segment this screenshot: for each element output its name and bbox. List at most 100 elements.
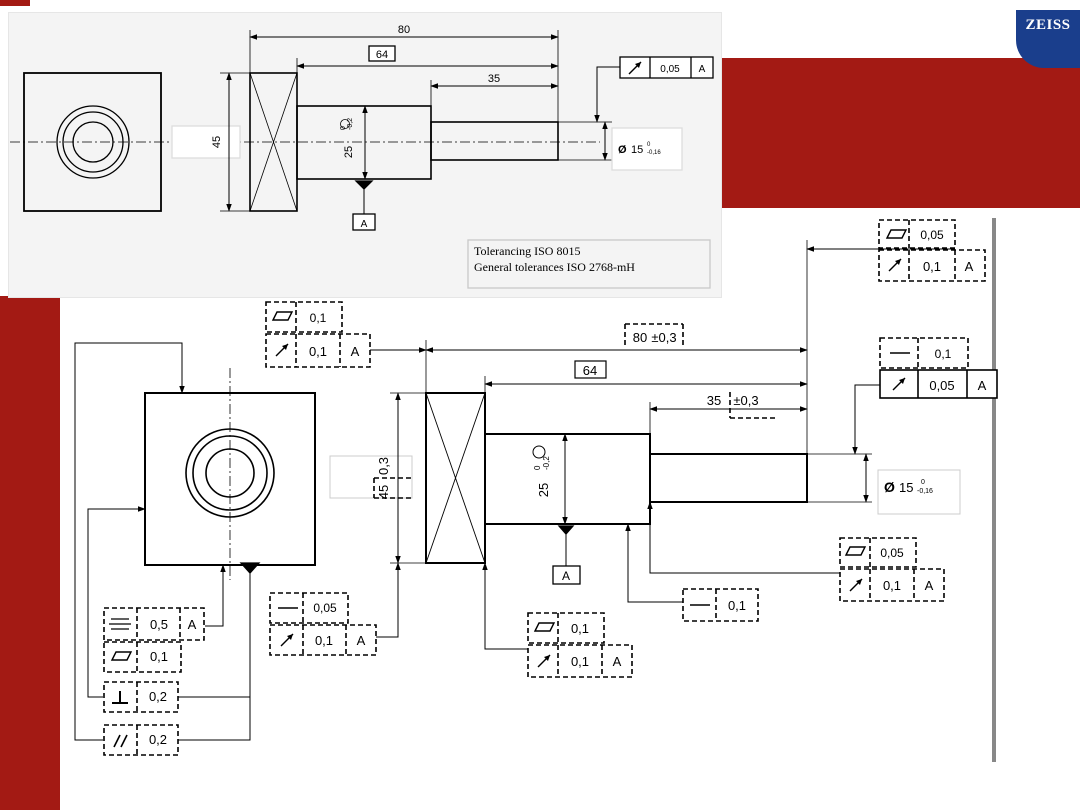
frame-flatness-mid bbox=[527, 612, 605, 644]
dim-80: 80 bbox=[633, 330, 647, 345]
datum-a-box bbox=[552, 565, 581, 585]
dim-35-tol: ±0,3 bbox=[733, 393, 758, 408]
dim-25-tol-lower: -0,2 bbox=[542, 456, 551, 470]
inset-body bbox=[296, 105, 432, 180]
dim-25: 25 bbox=[536, 483, 551, 497]
top-left-red-tab bbox=[0, 0, 30, 6]
inset-inner-circle bbox=[72, 121, 114, 163]
frame-text: A bbox=[351, 344, 360, 359]
frame-perpendicularity bbox=[103, 681, 179, 713]
frame-flatness-lower-right bbox=[839, 537, 917, 568]
datum-a-triangle bbox=[557, 525, 575, 535]
body bbox=[484, 433, 651, 525]
inset-datum-triangle bbox=[354, 180, 374, 190]
frame-runout-right bbox=[879, 369, 998, 399]
frame-dividers bbox=[136, 220, 956, 755]
dim-64: 64 bbox=[583, 363, 597, 378]
frame-text: 0,2 bbox=[149, 689, 167, 704]
inset-label-box bbox=[171, 125, 241, 159]
inset-envelope-icon bbox=[340, 119, 350, 129]
envelope-icon bbox=[532, 445, 546, 459]
inset-dim-25: 25 bbox=[343, 146, 355, 158]
frame-text: 0,05 bbox=[880, 546, 904, 560]
zeiss-logo: ZEISS bbox=[1016, 10, 1080, 68]
frame-text: 0,1 bbox=[883, 578, 901, 593]
inset-leader bbox=[594, 66, 620, 123]
inset-drawing bbox=[10, 30, 714, 289]
frame-text: A bbox=[613, 654, 622, 669]
inset-front-square bbox=[23, 72, 162, 212]
shaft bbox=[649, 453, 808, 503]
dim-25-tol-upper: 0 bbox=[533, 465, 542, 470]
frame-text: A bbox=[925, 578, 934, 593]
dim-15-tol-upper: 0 bbox=[921, 479, 925, 486]
frame-text: 0,05 bbox=[313, 601, 337, 615]
frame-flatness-square bbox=[103, 641, 182, 673]
inset-note-box bbox=[467, 239, 711, 289]
dim-15-tol-lower: -0,16 bbox=[917, 488, 933, 495]
frame-flatness-left bbox=[265, 301, 343, 333]
frame-text: 0,1 bbox=[309, 344, 327, 359]
inset-dim-64: 64 bbox=[376, 49, 388, 61]
dim-45: 45 bbox=[376, 485, 391, 499]
dim-15-label-box bbox=[877, 469, 961, 515]
inset-outer-circle-2 bbox=[62, 111, 124, 173]
frame-text: 0,05 bbox=[929, 378, 954, 393]
dim-80-tol: ±0,3 bbox=[651, 330, 676, 345]
logo-text: ZEISS bbox=[1025, 17, 1071, 33]
inset-dia15-label-box bbox=[611, 127, 683, 171]
inset-dim-15-tol-lower: -0,16 bbox=[647, 150, 661, 156]
inset-dim-80: 80 bbox=[398, 24, 410, 36]
frame-text: 0,5 bbox=[150, 617, 168, 632]
dim-45-tol: 0,3 bbox=[376, 457, 391, 475]
dim-15: 15 bbox=[899, 480, 913, 495]
dim-45-label-box bbox=[329, 455, 413, 499]
inset-outer-circle bbox=[56, 105, 130, 179]
frame-text: 0,1 bbox=[571, 621, 589, 636]
frame-runout-left bbox=[265, 333, 371, 368]
frame-text: 0,1 bbox=[923, 259, 941, 274]
main-texts: 80 ±0,3 64 35 ±0,3 45 0,3 25 0 -0,2 A Ø … bbox=[149, 228, 987, 747]
inset-runout-frame bbox=[619, 56, 714, 79]
basic-64-box bbox=[574, 360, 607, 379]
front-square bbox=[144, 392, 316, 566]
right-red-band bbox=[720, 58, 1080, 208]
inset-note-line-1: Tolerancing ISO 8015 bbox=[474, 244, 580, 258]
inset-frame-datum: A bbox=[699, 64, 706, 75]
frame-text: 0,1 bbox=[571, 654, 589, 669]
diameter-icon: Ø bbox=[884, 479, 895, 495]
frame-flatness-top-right bbox=[878, 219, 956, 249]
frame-runout-lower-right bbox=[839, 568, 945, 602]
frame-text: 0,05 bbox=[920, 228, 944, 242]
frame-text: 0,1 bbox=[150, 649, 168, 664]
datum-a-label: A bbox=[562, 569, 570, 583]
inset-dim-45: 45 bbox=[211, 136, 223, 148]
frame-text: 0,2 bbox=[149, 732, 167, 747]
frame-text: A bbox=[188, 617, 197, 632]
frame-text: 0,1 bbox=[935, 347, 952, 361]
frame-text: A bbox=[965, 259, 974, 274]
leaders bbox=[74, 246, 955, 741]
frame-text: 0,1 bbox=[310, 311, 327, 325]
inset-dim-15: 15 bbox=[631, 144, 643, 156]
front-datum-triangle bbox=[239, 562, 261, 574]
inset-datum-box bbox=[352, 213, 376, 231]
inset-text: 80 64 35 45 25 0 -0,2 A 0,05 A Ø 15 0 -0… bbox=[211, 24, 706, 274]
frame-text: A bbox=[978, 378, 987, 393]
frame-text: 0,1 bbox=[728, 598, 746, 613]
inset-basic-64-box bbox=[368, 45, 396, 62]
frame-parallelism bbox=[103, 724, 179, 756]
dim-35: 35 bbox=[707, 393, 721, 408]
gdt-icons bbox=[108, 229, 911, 748]
front-outer-circle bbox=[185, 428, 275, 518]
left-red-band bbox=[0, 296, 60, 810]
inset-dim-35: 35 bbox=[488, 73, 500, 85]
front-inner-circle bbox=[205, 448, 255, 498]
inset-note-line-2: General tolerances ISO 2768-mH bbox=[474, 260, 635, 274]
frame-runout-mid bbox=[527, 644, 633, 678]
frame-text: 0,1 bbox=[315, 633, 333, 648]
inset-diameter-icon: Ø bbox=[618, 144, 627, 156]
front-outer-circle-2 bbox=[192, 435, 268, 511]
inset-shaft bbox=[430, 121, 559, 161]
